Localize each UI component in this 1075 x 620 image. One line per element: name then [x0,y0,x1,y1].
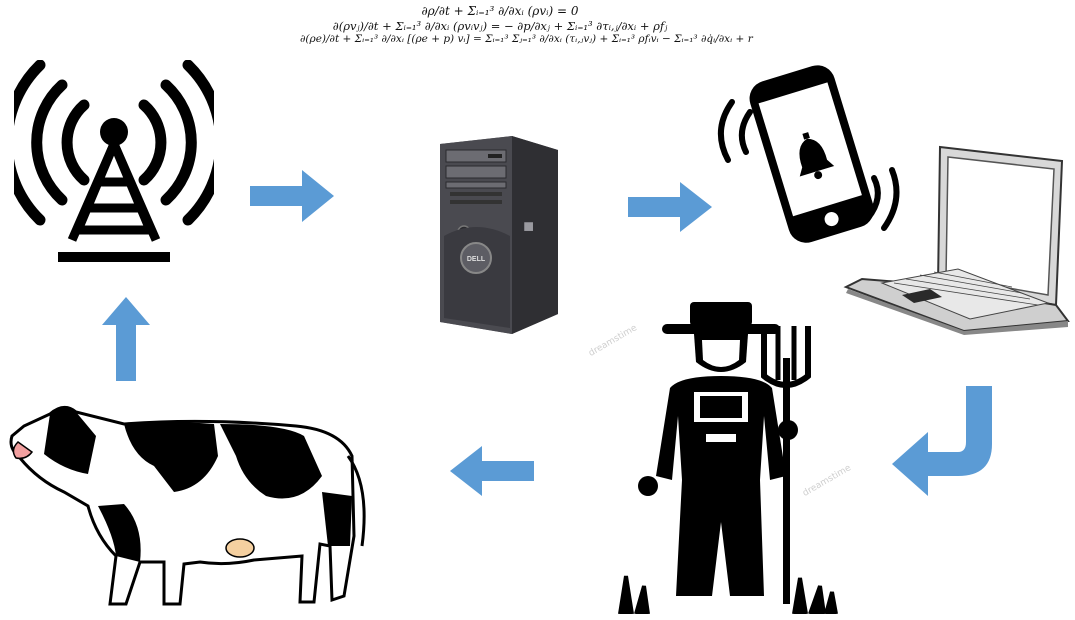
dell-badge: DELL [467,256,486,263]
arrow-cow-to-antenna [102,297,150,381]
continuity-equation: ∂ρ/∂t + Σᵢ₌₁³ ∂/∂xᵢ (ρvᵢ) = 0 [300,4,700,19]
server-tower-icon: DELL ■ [430,132,562,337]
navier-stokes-equations: ∂ρ/∂t + Σᵢ₌₁³ ∂/∂xᵢ (ρvᵢ) = 0 ∂(ρvⱼ)/∂t … [300,4,700,47]
arrow-server-to-phone [628,182,712,232]
arrow-farmer-to-cow [450,446,534,496]
arrow-antenna-to-server [250,170,334,222]
momentum-equation: ∂(ρvⱼ)/∂t + Σᵢ₌₁³ ∂/∂xᵢ (ρvᵢvⱼ) = − ∂p/∂… [300,19,700,33]
farmer-with-pitchfork-icon [610,296,840,614]
laptop-icon [842,145,1070,335]
energy-equation: ∂(ρe)/∂t + Σᵢ₌₁³ ∂/∂xᵢ [(ρe + p) vᵢ] = Σ… [300,33,700,46]
antenna-tower-icon [14,60,214,275]
svg-text:■: ■ [518,221,538,232]
cow-icon [4,396,376,616]
arrow-laptop-to-farmer [892,386,998,498]
